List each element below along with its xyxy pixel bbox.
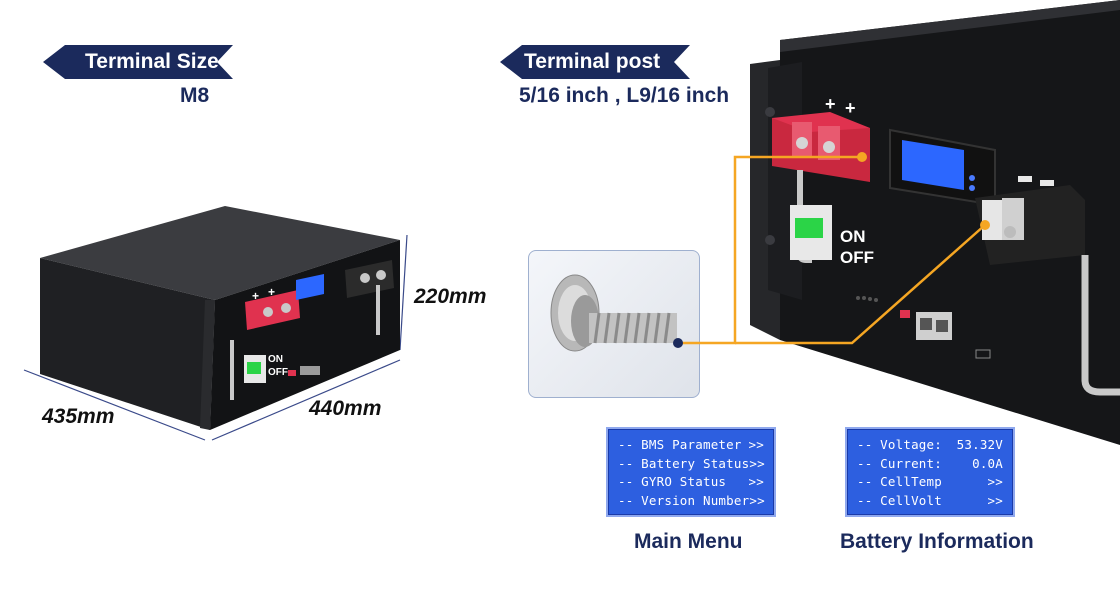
- battery-small-illustration: + + ON OFF: [23, 206, 408, 441]
- small-plus-label-2: +: [268, 285, 275, 299]
- main-menu-lcd: -- BMS Parameter>> -- Battery Status>> -…: [606, 427, 776, 517]
- battery-closeup-illustration: + + ON OFF: [750, 0, 1120, 445]
- battery-info-row: -- CellTemp>>: [857, 474, 1003, 489]
- closeup-on-label: ON: [840, 227, 866, 246]
- terminal-size-banner: Terminal Size: [43, 45, 233, 79]
- closeup-lcd-screen: [902, 140, 964, 190]
- dimension-height: 220mm: [414, 285, 487, 308]
- small-lcd-screen: [296, 274, 324, 300]
- closeup-plus-label-2: +: [845, 98, 856, 118]
- closeup-plus-label-1: +: [825, 94, 836, 114]
- battery-info-row: -- Current:0.0A: [857, 455, 1003, 471]
- battery-info-row: -- CellVolt>>: [857, 492, 1003, 508]
- terminal-bolt-image: [550, 274, 677, 352]
- battery-info-row: -- Voltage:53.32V: [857, 437, 1003, 452]
- main-menu-row: -- GYRO Status>>: [618, 474, 764, 489]
- small-on-label: ON: [268, 354, 283, 365]
- battery-info-caption: Battery Information: [840, 530, 1034, 553]
- terminal-bolt-inset: [528, 250, 700, 398]
- small-red-terminal: + +: [245, 285, 300, 330]
- main-menu-caption: Main Menu: [634, 530, 743, 553]
- dimension-width: 440mm: [309, 397, 382, 420]
- terminal-size-value: M8: [180, 84, 210, 107]
- battery-info-lcd: -- Voltage:53.32V -- Current:0.0A -- Cel…: [845, 427, 1015, 517]
- terminal-post-value: 5/16 inch , L9/16 inch: [519, 84, 730, 107]
- closeup-off-label: OFF: [840, 248, 874, 267]
- small-off-label: OFF: [268, 367, 288, 378]
- closeup-red-terminal: + +: [772, 94, 870, 182]
- closeup-black-terminal: [975, 176, 1085, 265]
- closeup-right-handle: [1081, 255, 1120, 396]
- main-menu-row: -- Battery Status>>: [618, 455, 765, 471]
- main-menu-row: -- BMS Parameter>>: [618, 437, 764, 452]
- terminal-size-title: Terminal Size: [85, 50, 219, 73]
- main-menu-row: -- Version Number>>: [618, 492, 765, 508]
- terminal-post-title: Terminal post: [524, 50, 661, 73]
- terminal-post-banner: Terminal post: [500, 45, 690, 79]
- dimension-depth: 435mm: [42, 405, 115, 428]
- small-plus-label-1: +: [252, 289, 259, 303]
